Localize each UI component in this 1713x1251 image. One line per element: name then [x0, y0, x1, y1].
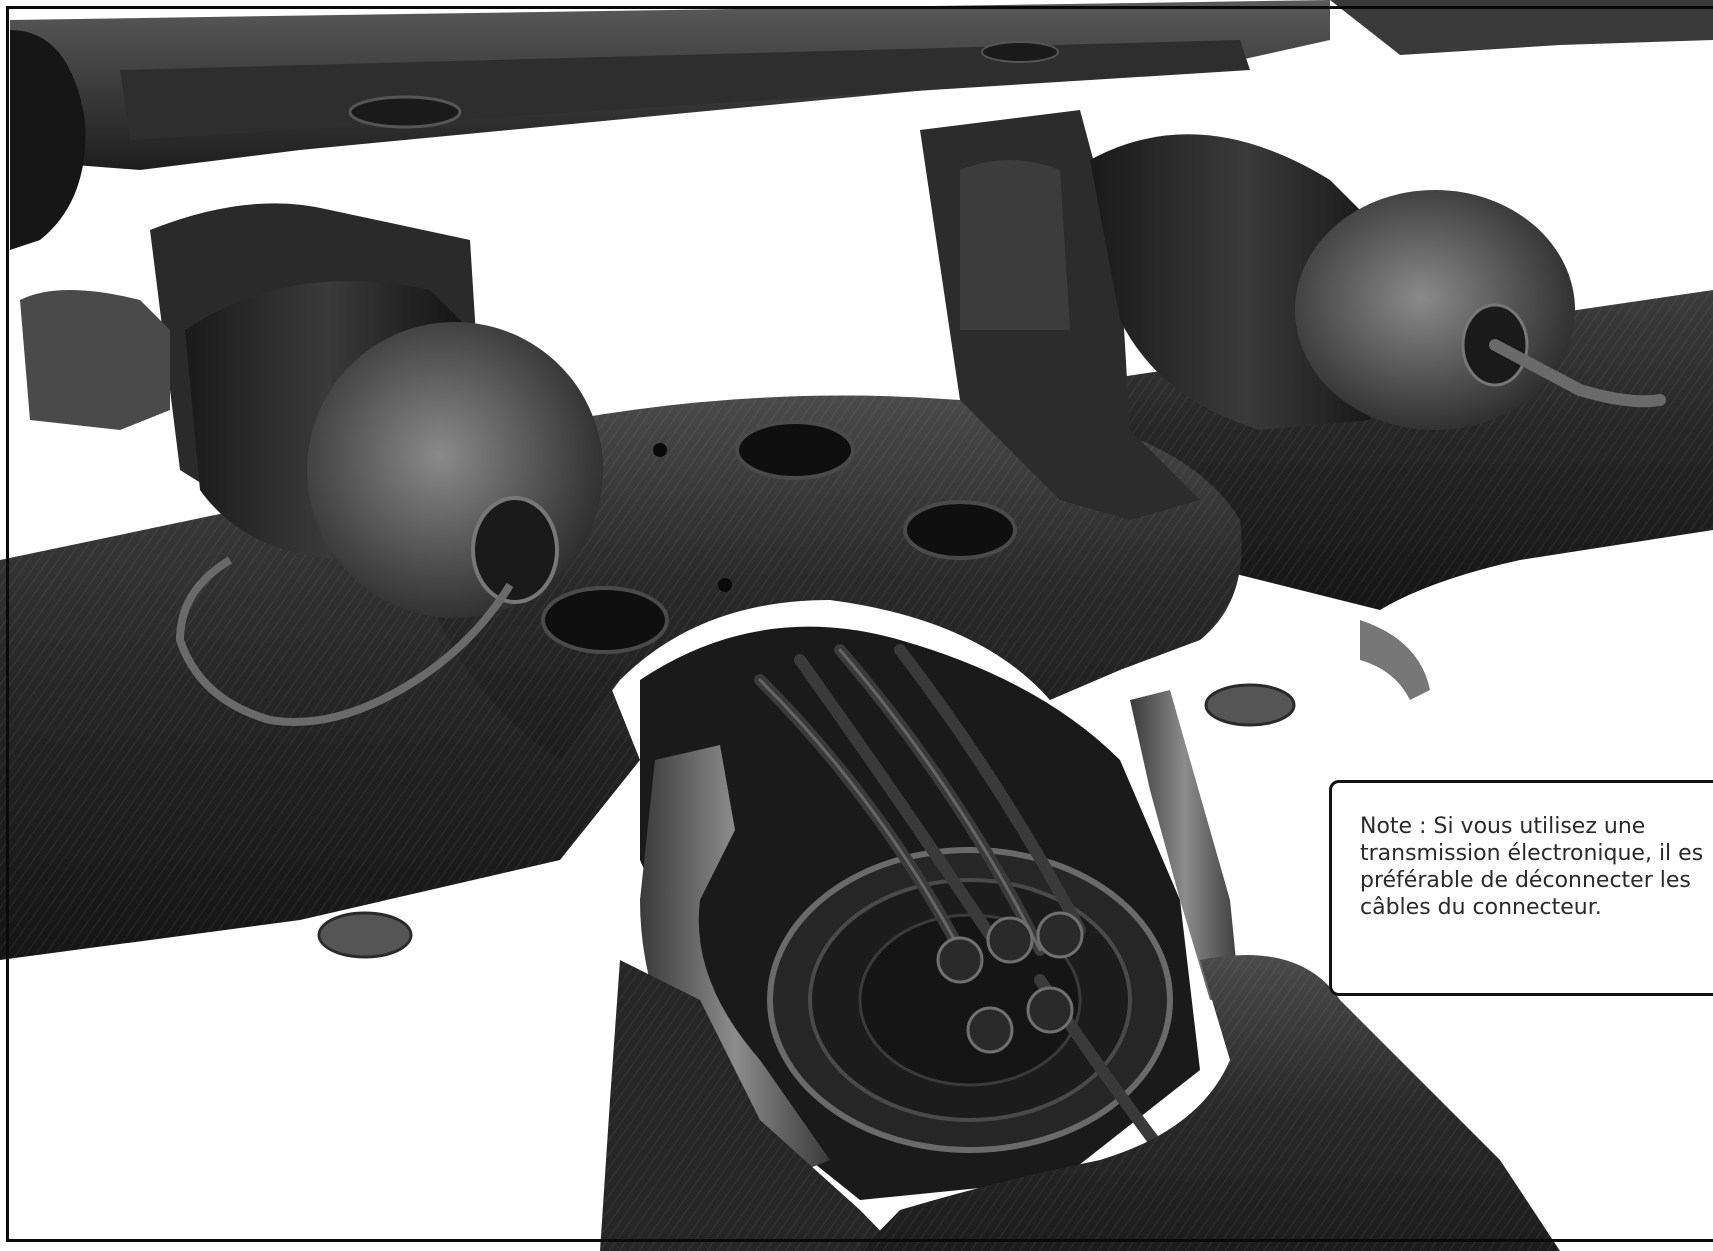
callout-note-line-1: Note : Si vous utilisez une [1360, 814, 1646, 839]
callout-note-line-2: transmission électronique, il es [1360, 841, 1704, 866]
callout-note-line-3: préférable de déconnecter les [1360, 868, 1691, 893]
callout-note-line-4: câbles du connecteur. [1360, 895, 1602, 920]
callout-note-box: Note : Si vous utilisez une transmission… [1329, 780, 1713, 996]
